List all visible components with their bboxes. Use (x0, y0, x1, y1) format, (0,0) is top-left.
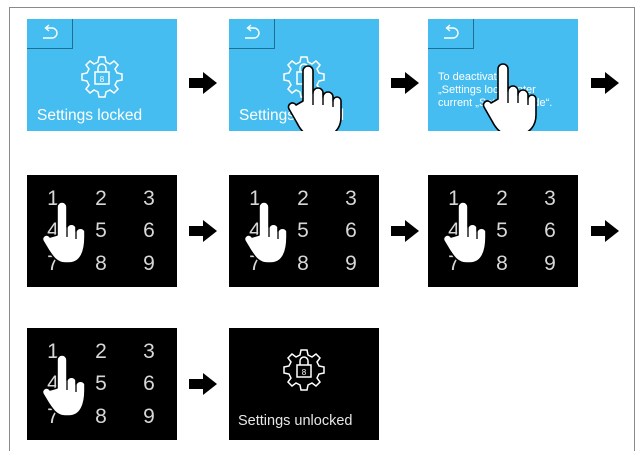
key-3[interactable]: 3 (143, 187, 155, 210)
panel-settings-unlocked: 8 Settings unlocked (229, 328, 379, 440)
pointing-hand-icon (245, 201, 288, 264)
key-6[interactable]: 6 (544, 219, 556, 242)
arrow-right-icon (189, 373, 217, 395)
key-4[interactable]: 4 (249, 219, 261, 242)
key-7[interactable]: 7 (47, 405, 59, 428)
prompt-line-1: To deactivate (438, 71, 503, 83)
key-8[interactable]: 8 (95, 252, 107, 275)
arrow-right-icon (591, 72, 619, 94)
svg-text:8: 8 (302, 368, 307, 377)
pointing-hand-icon (43, 354, 86, 417)
key-8[interactable]: 8 (496, 252, 508, 275)
panel-deactivate-prompt: To deactivate „Settings lock“ enter curr… (428, 19, 578, 131)
back-button[interactable] (229, 19, 275, 49)
keypad-panel: 1 2 3 4 5 6 7 8 9 (27, 175, 177, 287)
key-3[interactable]: 3 (143, 340, 155, 363)
key-9[interactable]: 9 (143, 252, 155, 275)
key-8[interactable]: 8 (95, 405, 107, 428)
key-9[interactable]: 9 (345, 252, 357, 275)
svg-text:8: 8 (100, 75, 105, 84)
key-4[interactable]: 4 (47, 219, 59, 242)
key-5[interactable]: 5 (297, 219, 309, 242)
key-5[interactable]: 5 (496, 219, 508, 242)
arrow-right-icon (189, 220, 217, 242)
key-5[interactable]: 5 (95, 372, 107, 395)
keypad-panel: 1 2 3 4 5 6 7 8 9 (27, 328, 177, 440)
key-9[interactable]: 9 (143, 405, 155, 428)
key-6[interactable]: 6 (143, 372, 155, 395)
key-1[interactable]: 1 (448, 187, 460, 210)
key-4[interactable]: 4 (47, 372, 59, 395)
pointing-hand-icon (287, 65, 342, 131)
key-8[interactable]: 8 (297, 252, 309, 275)
diagram-frame (9, 7, 635, 451)
pointing-hand-icon (43, 201, 86, 264)
arrow-right-icon (189, 72, 217, 94)
key-1[interactable]: 1 (47, 340, 59, 363)
key-4[interactable]: 4 (448, 219, 460, 242)
key-1[interactable]: 1 (47, 187, 59, 210)
key-7[interactable]: 7 (448, 252, 460, 275)
settings-lock-icon: 8 (81, 56, 123, 98)
key-2[interactable]: 2 (297, 187, 309, 210)
back-button[interactable] (27, 19, 73, 49)
key-7[interactable]: 7 (249, 252, 261, 275)
back-icon (43, 24, 58, 39)
key-6[interactable]: 6 (345, 219, 357, 242)
arrow-right-icon (591, 220, 619, 242)
key-6[interactable]: 6 (143, 219, 155, 242)
keypad-panel: 1 2 3 4 5 6 7 8 9 (428, 175, 578, 287)
key-5[interactable]: 5 (95, 219, 107, 242)
key-1[interactable]: 1 (249, 187, 261, 210)
key-3[interactable]: 3 (345, 187, 357, 210)
keypad-panel: 1 2 3 4 5 6 7 8 9 (229, 175, 379, 287)
panel-settings-locked: 8 Settings locked (27, 19, 177, 131)
key-9[interactable]: 9 (544, 252, 556, 275)
pointing-hand-icon (444, 201, 487, 264)
settings-unlocked-label: Settings unlocked (238, 413, 353, 429)
panel-settings-locked-tap: Settings locked (229, 19, 379, 131)
back-icon (245, 24, 260, 39)
arrow-right-icon (391, 220, 419, 242)
key-2[interactable]: 2 (95, 340, 107, 363)
back-icon (444, 24, 459, 39)
key-2[interactable]: 2 (496, 187, 508, 210)
key-3[interactable]: 3 (544, 187, 556, 210)
settings-lock-icon: 8 (283, 349, 325, 391)
back-button[interactable] (428, 19, 474, 49)
settings-locked-label: Settings locked (37, 107, 143, 124)
key-7[interactable]: 7 (47, 252, 59, 275)
arrow-right-icon (391, 72, 419, 94)
key-2[interactable]: 2 (95, 187, 107, 210)
pointing-hand-icon (482, 63, 537, 131)
